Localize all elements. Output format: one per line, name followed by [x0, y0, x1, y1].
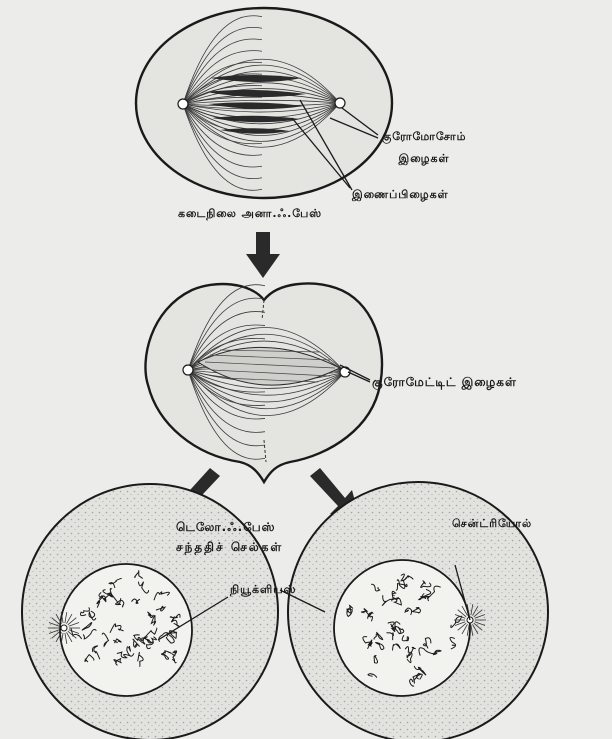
- arrow-down-1: [246, 232, 280, 278]
- label-nucleus: நியூக்ளியஸ்: [230, 583, 296, 598]
- label-chromatid-threads: குரோமேட்டிட் இழைகள்: [372, 375, 517, 391]
- label-late-anaphase: கடைநிலை அனா.ஃ.பேஸ்: [178, 207, 322, 222]
- label-daughter-cells: சந்ததிச் செல்கள்: [176, 540, 283, 556]
- label-connecting-threads: இணைப்பிழைகள்: [352, 188, 449, 203]
- label-centriole: சென்ட்ரியோல்: [452, 517, 532, 532]
- telophase-dividing-cell: [145, 284, 382, 482]
- anaphase-cell: [136, 8, 392, 198]
- label-telophase: டெலோ.ஃ.பேஸ்: [176, 520, 276, 536]
- right-centriole-1: [335, 98, 345, 108]
- left-centriole-1: [178, 99, 188, 109]
- label-chromosome-threads: குரோமோசோம் இழைகள்: [372, 126, 476, 170]
